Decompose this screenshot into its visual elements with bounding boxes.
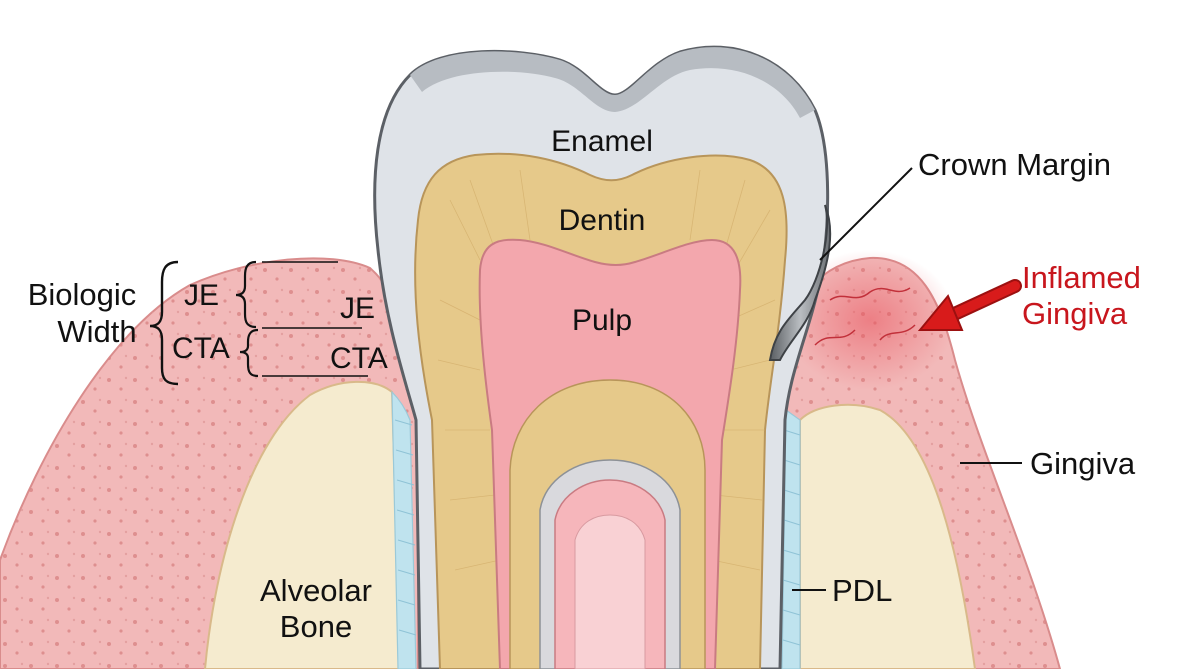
pulp-label: Pulp	[572, 304, 632, 337]
alveolar-label-line2: Bone	[280, 609, 352, 644]
cta-inner-label: CTA	[330, 342, 388, 375]
right-alveolar-bone	[799, 403, 977, 669]
pdl-label: PDL	[832, 573, 892, 608]
red-arrow-icon	[917, 279, 1022, 331]
alveolar-label-line1: Alveolar	[260, 573, 372, 608]
inflamed-label-line1: Inflamed	[1022, 260, 1141, 295]
cta-label: CTA	[172, 332, 230, 365]
inflamed-vessels	[814, 287, 916, 346]
inflamed-label-line2: Gingiva	[1022, 296, 1128, 331]
dentin-label: Dentin	[559, 204, 646, 237]
biologic-width-label-line2: Width	[57, 314, 136, 349]
cta-brace	[239, 328, 259, 378]
inflammation-area	[785, 250, 955, 390]
je-inner-label: JE	[340, 292, 375, 325]
biologic-width-label-line1: Biologic	[28, 277, 137, 312]
dentin-tubules	[437, 169, 776, 571]
biologic-width-brace	[149, 260, 179, 386]
crown-margin-metal	[768, 204, 832, 361]
right-pdl-fibers	[782, 429, 801, 646]
left-alveolar-bone	[203, 380, 402, 669]
je-brace	[235, 260, 257, 329]
right-pdl	[781, 408, 801, 669]
crown-margin-label: Crown Margin	[918, 147, 1111, 182]
left-pdl-fibers	[394, 419, 417, 636]
enamel-label: Enamel	[551, 125, 653, 158]
left-pdl	[391, 390, 417, 669]
root-canal-core	[574, 514, 646, 669]
je-label: JE	[184, 279, 219, 312]
gingiva-label: Gingiva	[1030, 446, 1136, 481]
enamel-top-band	[410, 47, 815, 118]
crown-margin-leader	[819, 167, 913, 261]
